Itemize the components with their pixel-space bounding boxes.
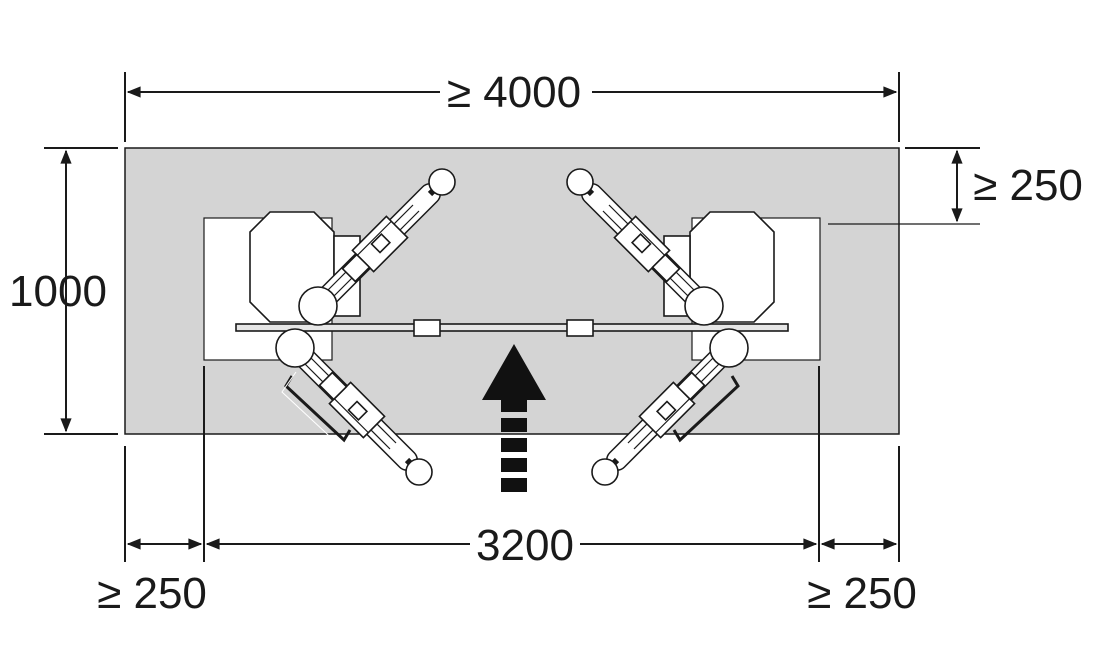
dimension-depth: 1000 <box>9 267 107 316</box>
dimension-left-clearance: ≥ 250 <box>97 569 207 618</box>
swing-arm-rear-right <box>592 329 748 485</box>
arrow-up-icon <box>482 344 546 492</box>
swing-arm-rear-left <box>276 329 432 485</box>
dimension-lines <box>60 86 963 550</box>
floor-cross-bar <box>235 319 789 337</box>
dimension-top-clearance: ≥ 250 <box>973 161 1083 210</box>
dimension-overall-width: ≥ 4000 <box>447 68 581 117</box>
extension-lines <box>44 72 980 562</box>
dimension-right-clearance: ≥ 250 <box>807 569 917 618</box>
dimension-post-spacing: 3200 <box>476 521 574 570</box>
